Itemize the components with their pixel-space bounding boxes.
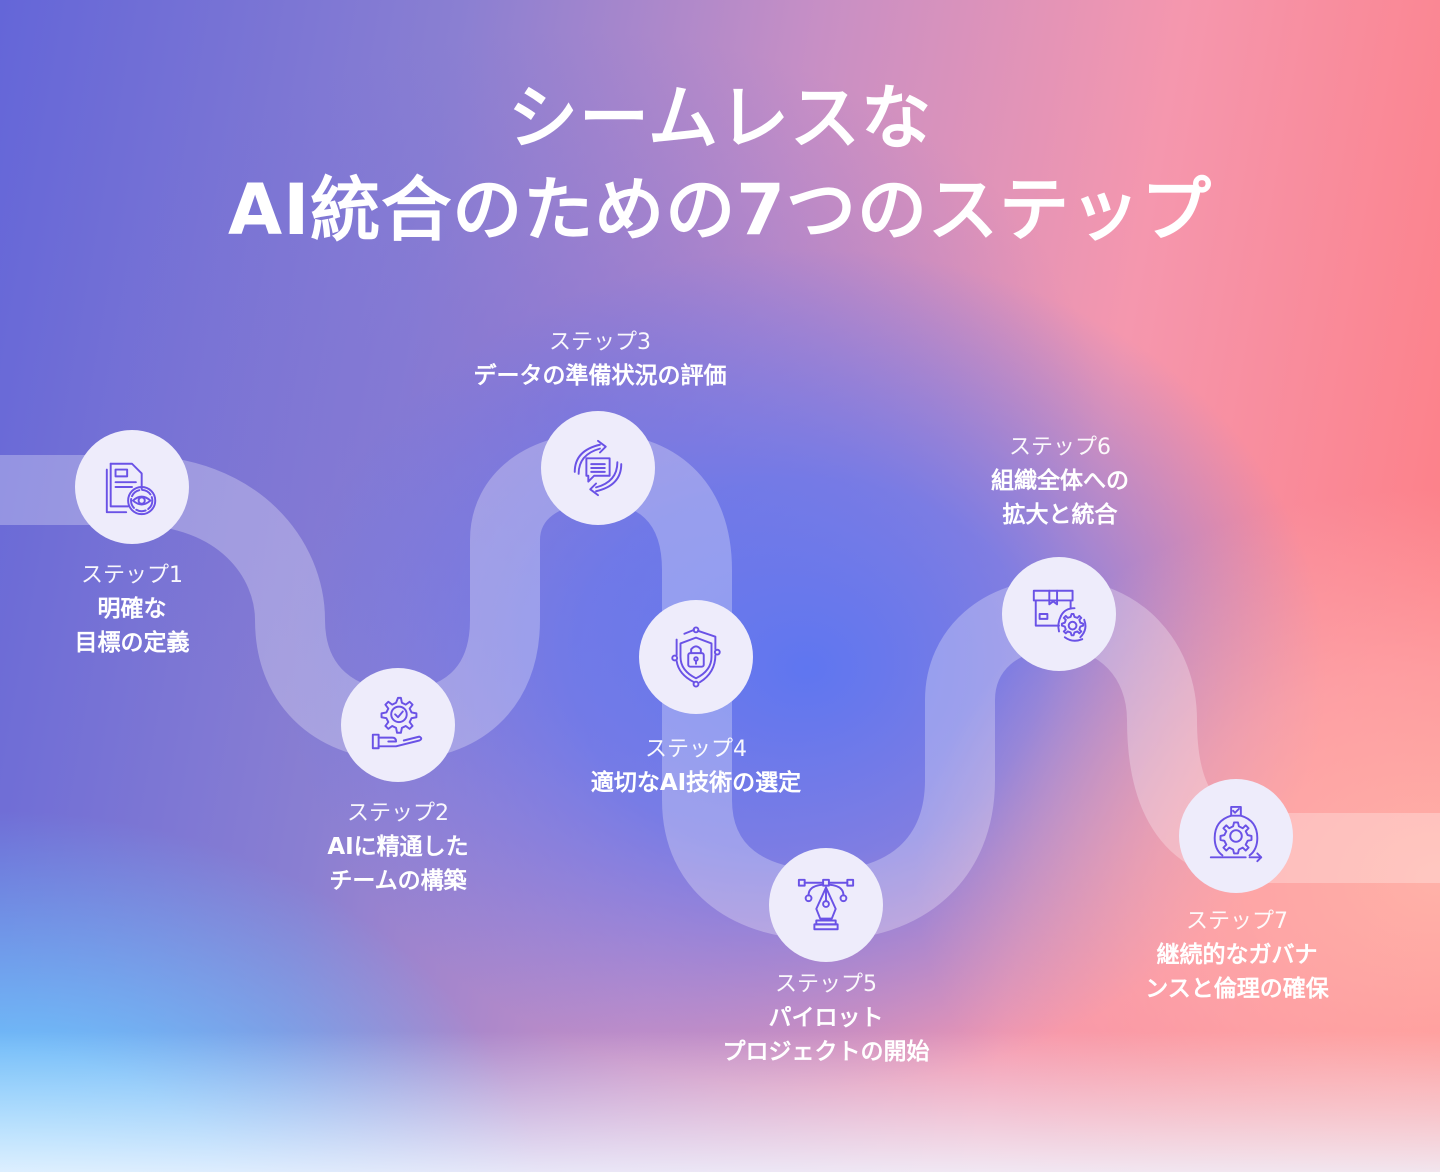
- step-number: ステップ4: [645, 737, 747, 762]
- step-number: ステップ1: [81, 563, 183, 588]
- step-7-node: [1179, 779, 1293, 893]
- step-title: 目標の定義: [74, 630, 190, 656]
- step-title: ンスと倫理の確保: [1145, 976, 1329, 1002]
- pen-tool-icon: [797, 878, 855, 931]
- hand-gear-check-icon: [371, 696, 423, 750]
- step-title: プロジェクトの開始: [722, 1039, 930, 1065]
- step-title: パイロット: [768, 1005, 884, 1031]
- step-number: ステップ2: [347, 801, 449, 826]
- gear-cycle-check-icon: [1209, 805, 1263, 863]
- step-title: 適切なAI技術の選定: [590, 770, 802, 796]
- step-4-node: [639, 600, 753, 714]
- step-number: ステップ5: [775, 972, 877, 997]
- step-3-node: [541, 411, 655, 525]
- step-6-label: ステップ6 組織全体への 拡大と統合: [900, 432, 1220, 532]
- step-4-label: ステップ4 適切なAI技術の選定: [536, 734, 856, 800]
- title-line-1: シームレスな: [508, 77, 932, 159]
- step-2-label: ステップ2 AIに精通した チームの構築: [238, 798, 558, 898]
- step-1-label: ステップ1 明確な 目標の定義: [0, 560, 292, 660]
- step-title: チームの構築: [329, 868, 467, 894]
- step-title: 拡大と統合: [1002, 502, 1118, 528]
- step-title: 継続的なガバナ: [1156, 942, 1318, 968]
- step-number: ステップ6: [1009, 435, 1111, 460]
- shield-lock-icon: [671, 626, 721, 688]
- step-1-node: [75, 430, 189, 544]
- document-eye-icon: [105, 462, 157, 516]
- step-title: データの準備状況の評価: [473, 363, 727, 389]
- step-5-label: ステップ5 パイロット プロジェクトの開始: [666, 969, 986, 1069]
- step-title: 組織全体への: [991, 468, 1129, 494]
- step-6-node: [1002, 557, 1116, 671]
- step-3-label: ステップ3 データの準備状況の評価: [440, 327, 760, 393]
- chat-refresh-icon: [573, 439, 623, 497]
- page-title: シームレスな AI統合のための7つのステップ: [0, 72, 1440, 256]
- step-number: ステップ3: [549, 330, 651, 355]
- step-5-node: [769, 848, 883, 962]
- step-2-node: [341, 668, 455, 782]
- step-number: ステップ7: [1186, 909, 1288, 934]
- step-title: AIに精通した: [327, 834, 469, 860]
- box-gear-icon: [1032, 589, 1087, 642]
- title-line-2: AI統合のための7つのステップ: [228, 169, 1212, 251]
- step-title: 明確な: [97, 596, 167, 622]
- step-7-label: ステップ7 継続的なガバナ ンスと倫理の確保: [1077, 906, 1397, 1006]
